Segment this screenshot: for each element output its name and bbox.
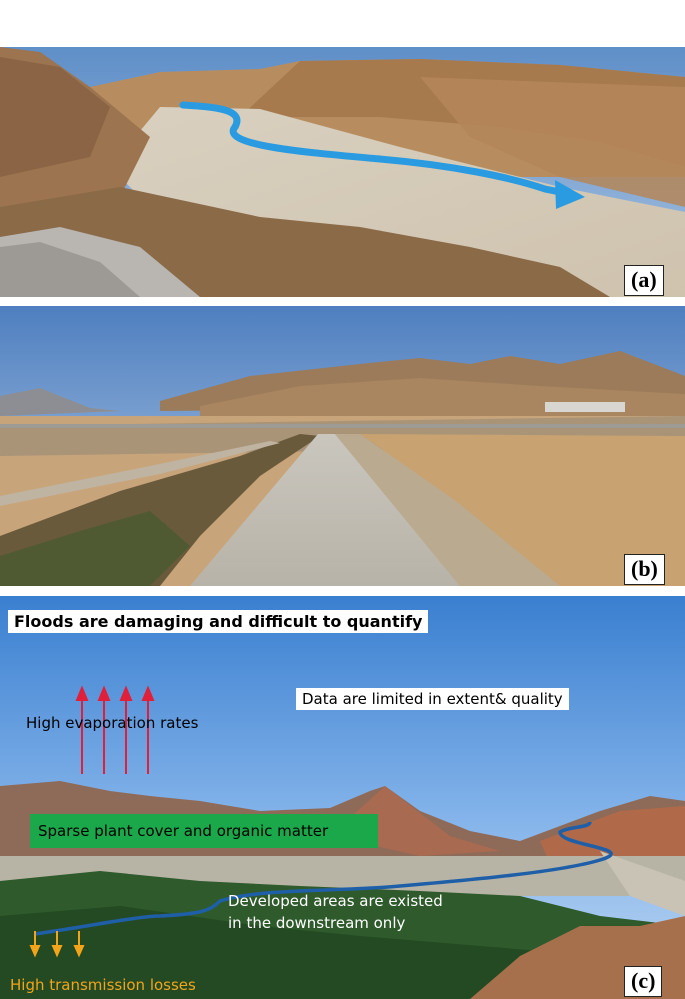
plant-cover-box: Sparse plant cover and organic matter — [30, 814, 378, 848]
photo-panel-c: Floods are damaging and difficult to qua… — [0, 596, 685, 999]
transmission-losses-label: High transmission losses — [10, 976, 196, 994]
flow-direction-arrow — [179, 101, 569, 197]
photo-panel-a: (a) — [0, 47, 685, 297]
panel-label-b: (b) — [624, 554, 665, 585]
flow-path-line — [34, 821, 613, 936]
evaporation-label: High evaporation rates — [26, 714, 199, 732]
data-limitation-note: Data are limited in extent& quality — [296, 688, 569, 710]
transmission-loss-arrows — [29, 931, 85, 958]
developed-areas-label-line1: Developed areas are existed — [228, 892, 443, 910]
wadi-canyon-photo — [0, 47, 685, 297]
channel-floor — [190, 434, 460, 586]
panel-label-c: (c) — [624, 966, 663, 997]
evaporation-arrows — [75, 685, 155, 774]
panel-c-title: Floods are damaging and difficult to qua… — [8, 610, 429, 633]
annotated-valley-photo — [0, 596, 685, 999]
panel-label-a: (a) — [624, 265, 664, 296]
flow-arrowhead — [555, 180, 585, 209]
photo-panel-b: (b) — [0, 306, 685, 586]
concrete-channel-photo — [0, 306, 685, 586]
developed-areas-label-line2: in the downstream only — [228, 914, 406, 932]
